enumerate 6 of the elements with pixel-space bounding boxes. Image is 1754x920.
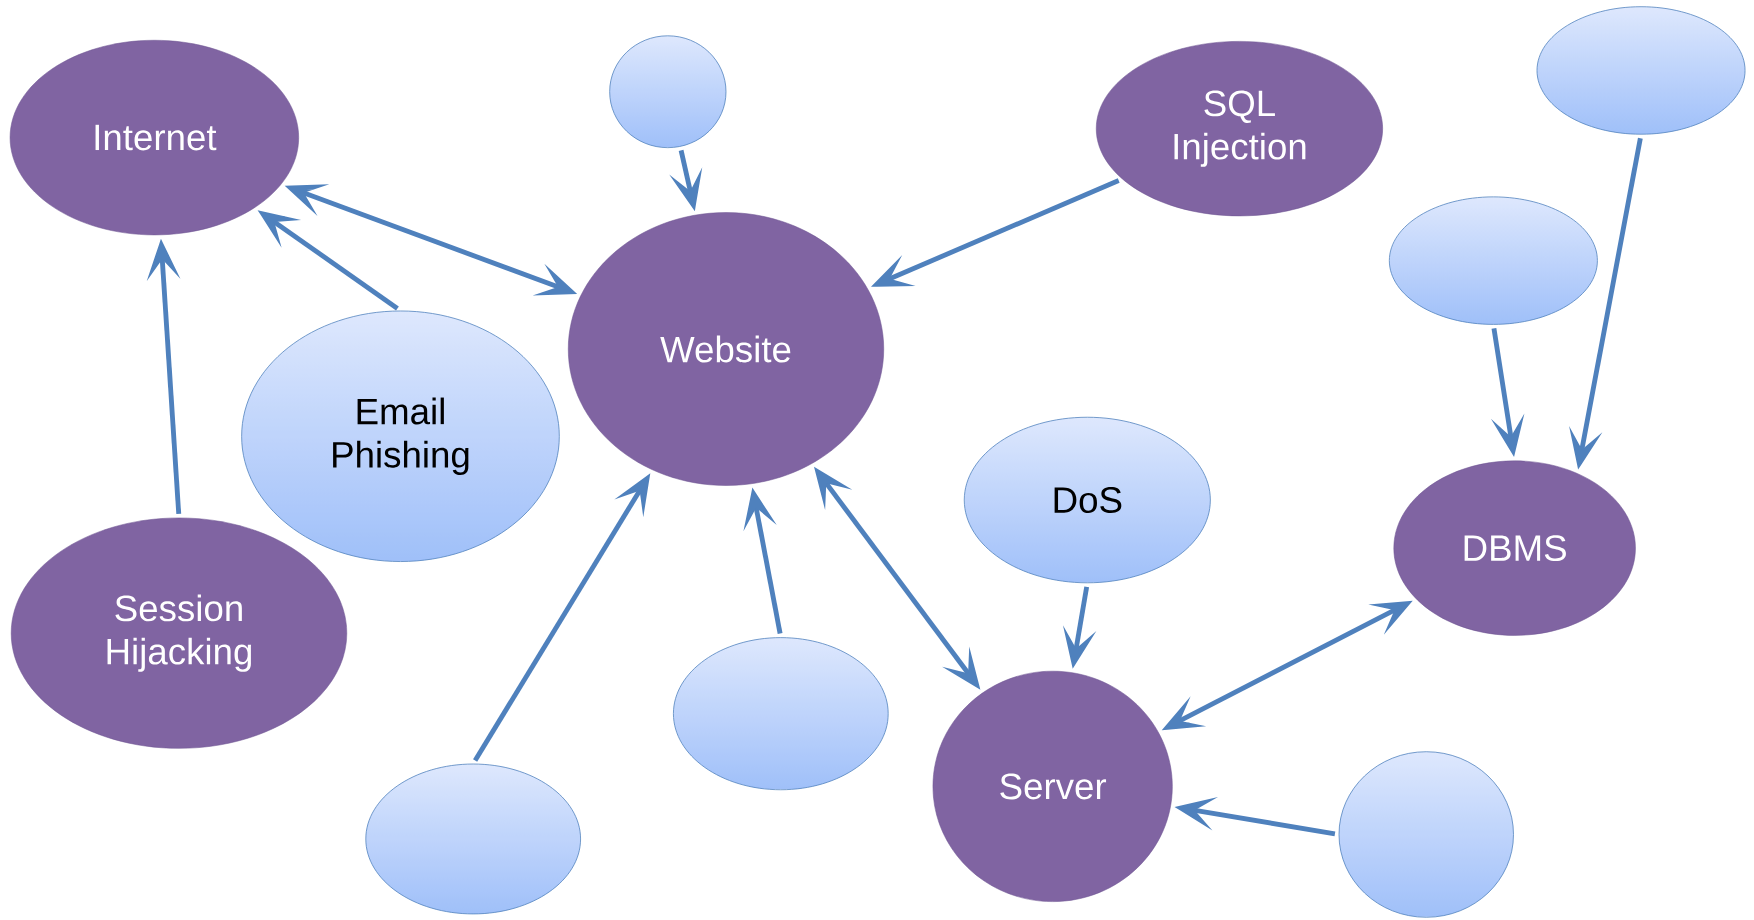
ellipse: [1536, 6, 1746, 135]
ellipse: [1338, 751, 1514, 918]
ellipse: [365, 763, 581, 915]
ellipse: [673, 637, 889, 791]
ellipse: [609, 35, 727, 149]
ellipse: [1388, 196, 1598, 326]
